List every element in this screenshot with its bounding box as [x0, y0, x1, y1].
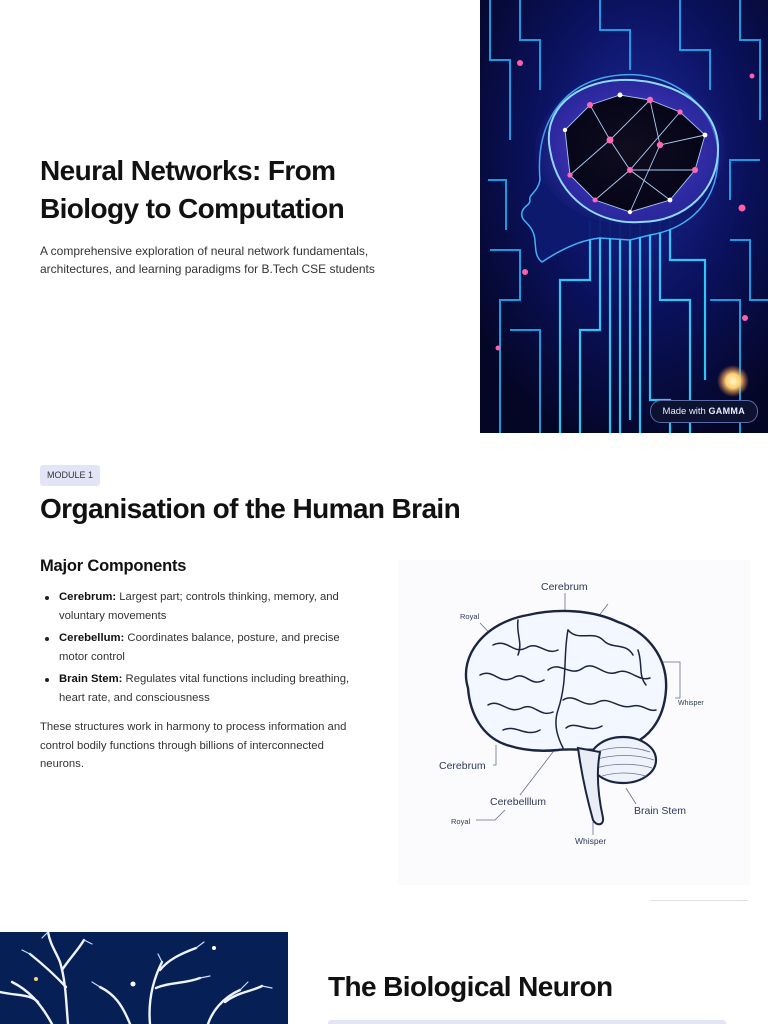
label-cerebrum-left: Cerebrum [439, 760, 486, 772]
brain-illustration: Cerebrum Royal Whisper Cerebrum Cerebell… [439, 581, 704, 846]
neuron-section-title: The Biological Neuron [328, 971, 613, 1002]
section-heading: Major Components [40, 557, 187, 575]
list-item: Cerebrum: Largest part; controls thinkin… [40, 588, 370, 625]
module-badge: MODULE 1 [40, 465, 101, 486]
gamma-logo: GAMMA [708, 406, 745, 416]
neuron-dendrite-illustration [0, 932, 273, 1024]
brain-diagram: Cerebrum Royal Whisper Cerebrum Cerebell… [398, 560, 750, 885]
neuron-image [0, 932, 288, 1024]
label-whisper-right: Whisper [678, 700, 704, 707]
list-item: Cerebellum: Coordinates balance, posture… [40, 629, 370, 666]
divider-line [650, 900, 748, 901]
list-item-text: Regulates vital functions including brea… [59, 673, 350, 704]
hero-subtitle-line1: A comprehensive exploration of neural ne… [40, 244, 369, 258]
made-with-gamma-badge[interactable]: Made with GAMMA [649, 400, 758, 423]
list-item-text: Largest part; controls thinking, memory,… [59, 591, 339, 622]
hero-subtitle: A comprehensive exploration of neural ne… [40, 242, 440, 278]
label-cerebrum-top: Cerebrum [541, 581, 588, 593]
label-brain-stem: Brain Stem [634, 805, 686, 817]
label-royal-bottom: Royal [451, 817, 471, 826]
module-title: Organisation of the Human Brain [40, 493, 461, 524]
hero-title-line2: Biology to Computation [40, 193, 345, 224]
list-item-term: Brain Stem: [59, 673, 123, 685]
badge-prefix: Made with [662, 406, 706, 417]
label-whisper-bottom: Whisper [575, 836, 606, 846]
component-list: Cerebrum: Largest part; controls thinkin… [40, 588, 370, 711]
hero-subtitle-line2: architectures, and learning paradigms fo… [40, 262, 375, 276]
neuron-content-card-edge [328, 1020, 726, 1024]
list-item-term: Cerebellum: [59, 632, 125, 644]
hero-title-line1: Neural Networks: From [40, 155, 336, 186]
list-item-term: Cerebrum: [59, 591, 117, 603]
list-item: Brain Stem: Regulates vital functions in… [40, 670, 370, 707]
list-item-text: Coordinates balance, posture, and precis… [59, 632, 340, 663]
hero-brain-circuit-image: Made with GAMMA [480, 0, 768, 433]
summary-paragraph: These structures work in harmony to proc… [40, 721, 347, 770]
label-royal-top: Royal [460, 612, 480, 621]
label-cerebellum: Cerebelllum [490, 796, 546, 808]
brain-circuit-illustration [480, 0, 768, 433]
